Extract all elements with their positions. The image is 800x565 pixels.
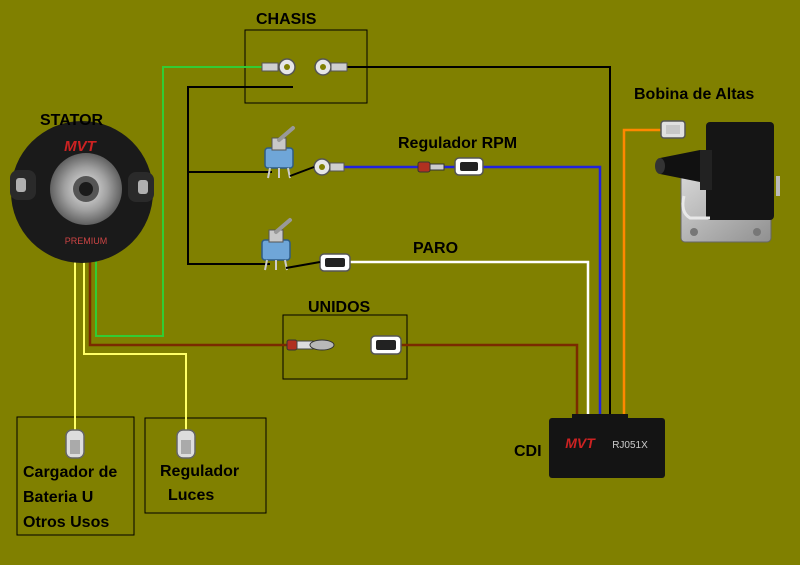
label-chasis: CHASIS	[256, 11, 317, 28]
ignition-coil-image	[655, 122, 780, 243]
stator-image: MVT PREMIUM	[10, 121, 154, 263]
ring-terminal-left	[261, 58, 296, 76]
toggle-switch-rpm	[264, 126, 295, 179]
stator-brand: MVT	[64, 138, 98, 155]
label-cargador-line3: Otros Usos	[23, 514, 109, 531]
ring-terminal-rpm	[313, 158, 345, 176]
label-unidos: UNIDOS	[308, 299, 371, 316]
bullet-connector-rpm	[417, 157, 484, 176]
brown-wire-stator	[88, 260, 290, 347]
black-ground-bus	[187, 86, 293, 265]
green-wire	[95, 66, 262, 337]
yellow-wire-regulador	[83, 260, 187, 432]
cdi-brand: MVT	[565, 435, 596, 451]
blue-wire	[330, 165, 602, 420]
ring-terminal-right	[314, 58, 348, 76]
regulador-luces-connector	[176, 429, 196, 459]
orange-wire	[622, 128, 663, 420]
brown-wire-cdi	[400, 343, 579, 420]
cargador-connector	[65, 429, 85, 459]
label-regulador-rpm: Regulador RPM	[398, 135, 517, 152]
paro-switch-wire	[285, 261, 321, 269]
toggle-switch-paro	[261, 218, 292, 271]
label-regulador-luces-line1: Regulador	[160, 463, 239, 480]
label-paro: PARO	[413, 240, 458, 257]
regulador-luces-frame	[144, 417, 267, 514]
black-wire-cdi	[345, 66, 611, 420]
white-wire	[345, 260, 590, 420]
label-stator: STATOR	[40, 112, 104, 129]
paro-connector	[319, 253, 351, 272]
label-regulador-luces-line2: Luces	[168, 487, 214, 504]
stator-model: PREMIUM	[65, 236, 108, 246]
unidos-frame	[282, 314, 408, 380]
cdi-model: RJ051X	[612, 440, 648, 451]
label-cdi: CDI	[514, 443, 542, 460]
label-cargador-line1: Cargador de	[23, 464, 117, 481]
cdi-module: MVT RJ051X	[549, 414, 665, 478]
unidos-connector	[286, 335, 402, 355]
bobina-connector	[660, 120, 686, 139]
label-bobina: Bobina de Altas	[634, 86, 754, 103]
rpm-switch-wire	[289, 166, 315, 177]
label-cargador-line2: Bateria U	[23, 489, 93, 506]
